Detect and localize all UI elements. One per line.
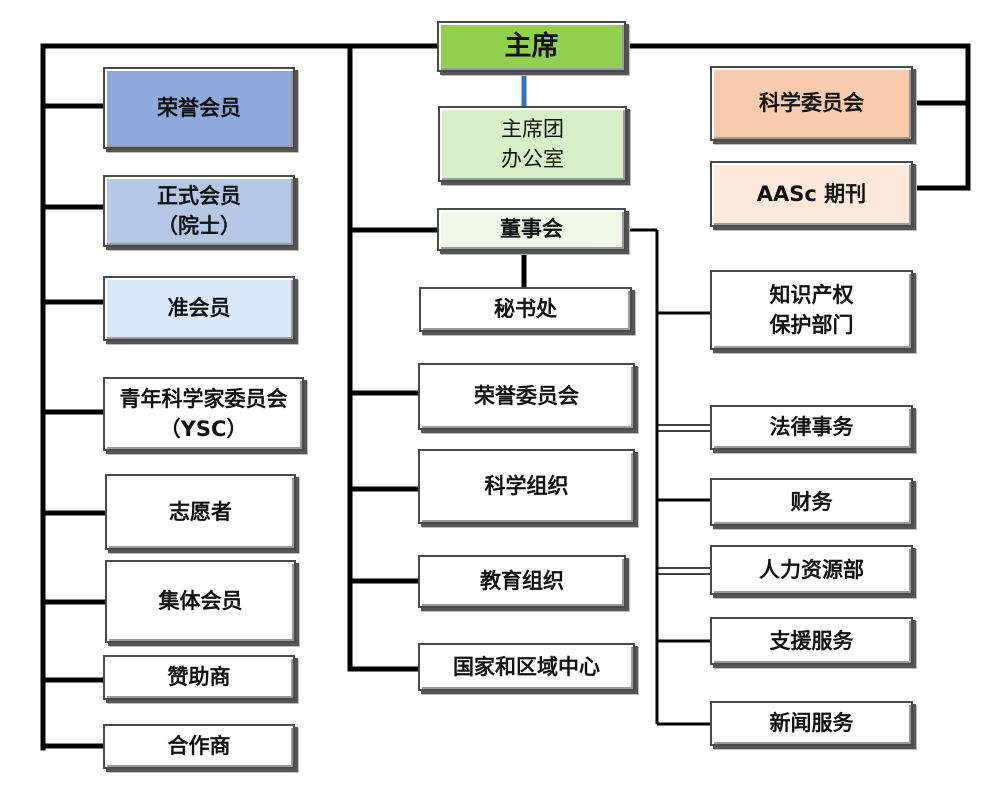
right-item-label: 法律事务 <box>769 415 854 440</box>
human-resources-box: 人力资源部 <box>710 545 913 595</box>
left-item-label: 集体会员 <box>158 589 243 614</box>
sponsor-box: 赞助商 <box>103 655 295 700</box>
science-org-box: 科学组织 <box>418 449 635 524</box>
ip-protection-box: 知识产权 保护部门 <box>710 270 913 350</box>
left-item-label: 正式会员 （院士） <box>157 183 241 238</box>
left-item-label: 志愿者 <box>169 499 232 524</box>
left-item-label: 赞助商 <box>167 665 231 690</box>
middle-item-label: 国家和区域中心 <box>453 654 600 679</box>
board-label: 董事会 <box>500 217 563 242</box>
journal-box: AASc 期刊 <box>710 161 913 227</box>
science-committee-label: 科学委员会 <box>759 91 864 116</box>
chair-office-label: 主席团 办公室 <box>501 116 564 171</box>
education-org-box: 教育组织 <box>418 555 626 608</box>
right-item-label: 财务 <box>790 489 833 514</box>
chair-office-box: 主席团 办公室 <box>438 106 627 182</box>
middle-item-label: 秘书处 <box>494 297 557 322</box>
secretariat-box: 秘书处 <box>419 287 632 332</box>
national-regional-center-box: 国家和区域中心 <box>418 643 635 691</box>
collective-member-box: 集体会员 <box>105 560 296 643</box>
middle-item-label: 荣誉委员会 <box>474 384 579 409</box>
middle-item-label: 科学组织 <box>484 474 569 499</box>
chairman-box: 主席 <box>437 21 626 72</box>
volunteers-box: 志愿者 <box>105 474 296 550</box>
left-item-label: 准会员 <box>167 296 231 321</box>
associate-member-box: 准会员 <box>103 276 295 341</box>
news-services-box: 新闻服务 <box>710 701 913 746</box>
left-item-label: 荣誉会员 <box>157 95 241 120</box>
full-member-box: 正式会员 （院士） <box>103 175 295 247</box>
honorary-member-box: 荣誉会员 <box>103 67 295 149</box>
chairman-label: 主席 <box>504 30 559 62</box>
finance-box: 财务 <box>710 478 913 526</box>
right-item-label: 人力资源部 <box>759 557 864 582</box>
right-item-label: 支援服务 <box>769 628 854 653</box>
honor-committee-box: 荣誉委员会 <box>418 363 635 430</box>
board-box: 董事会 <box>437 208 626 251</box>
journal-label: AASc 期刊 <box>756 181 867 206</box>
left-item-label: 青年科学家委员会 （YSC） <box>119 386 288 441</box>
middle-item-label: 教育组织 <box>480 569 564 594</box>
right-item-label: 知识产权 保护部门 <box>769 282 854 337</box>
legal-affairs-box: 法律事务 <box>710 405 913 450</box>
support-services-box: 支援服务 <box>710 617 913 665</box>
young-scientist-committee-box: 青年科学家委员会 （YSC） <box>103 377 304 451</box>
right-item-label: 新闻服务 <box>769 711 854 736</box>
left-item-label: 合作商 <box>167 734 231 759</box>
partner-box: 合作商 <box>103 724 295 769</box>
science-committee-box: 科学委员会 <box>710 66 913 141</box>
